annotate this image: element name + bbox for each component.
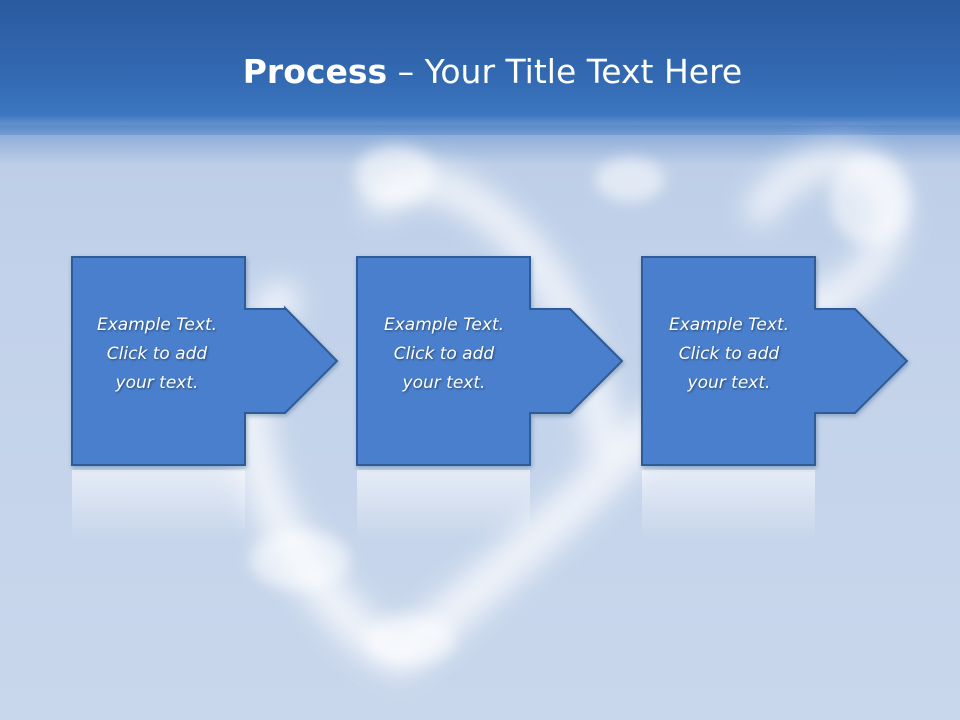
slide-title-bold: Process xyxy=(242,52,388,91)
step-2-line-1: Example Text. xyxy=(383,315,505,335)
step-1-line-3: your text. xyxy=(115,373,199,393)
step-1-box[interactable] xyxy=(71,256,339,466)
title-banner xyxy=(0,0,960,135)
step-2-box[interactable] xyxy=(356,256,624,466)
step-1-line-1: Example Text. xyxy=(96,315,218,335)
step-2-shape[interactable] xyxy=(356,256,624,466)
step-2-reflection xyxy=(357,470,530,540)
step-1-text[interactable]: Example Text. Click to add your text. xyxy=(70,311,244,398)
step-2-line-3: your text. xyxy=(402,373,486,393)
step-3-shape[interactable] xyxy=(641,256,909,466)
step-3-line-3: your text. xyxy=(687,373,771,393)
step-1-shape[interactable] xyxy=(71,256,339,466)
slide-title-rest: – Your Title Text Here xyxy=(387,52,743,91)
step-2-text[interactable]: Example Text. Click to add your text. xyxy=(357,311,531,398)
slide-title[interactable]: Process – Your Title Text Here xyxy=(0,52,960,91)
step-3-box[interactable] xyxy=(641,256,909,466)
step-reflections xyxy=(72,470,815,540)
step-3-reflection xyxy=(642,470,815,540)
step-3-line-1: Example Text. xyxy=(668,315,790,335)
step-1-line-2: Click to add xyxy=(106,344,208,364)
step-3-text[interactable]: Example Text. Click to add your text. xyxy=(642,311,816,398)
step-1-reflection xyxy=(72,470,245,540)
step-3-line-2: Click to add xyxy=(678,344,780,364)
step-2-line-2: Click to add xyxy=(393,344,495,364)
